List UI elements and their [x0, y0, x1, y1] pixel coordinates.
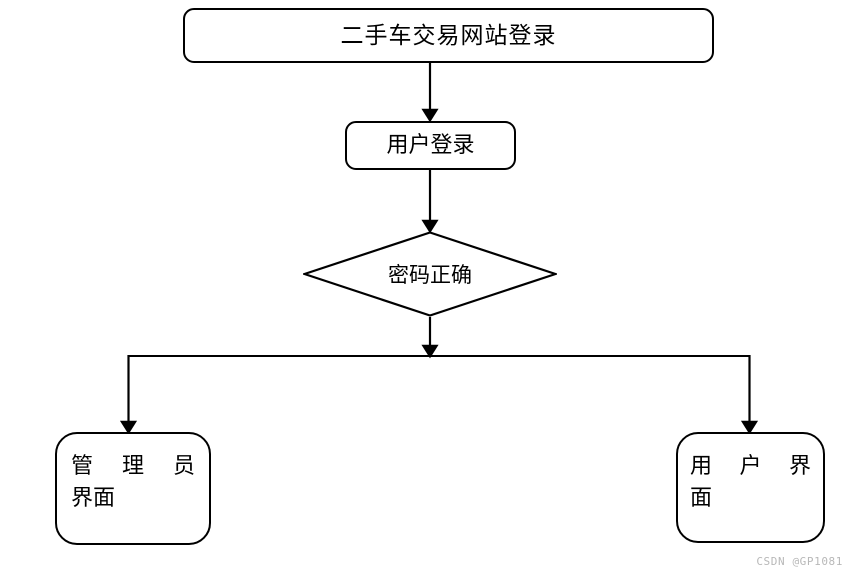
- node-decision-password-correct[interactable]: 密码正确: [303, 231, 557, 317]
- node-user-login-label: 用户登录: [386, 132, 475, 158]
- node-admin-interface[interactable]: 管理员 界面: [55, 432, 211, 545]
- node-user-interface-label-line2: 面: [690, 484, 713, 510]
- diamond-shape-icon: [303, 231, 557, 317]
- csdn-watermark: CSDN @GP1081: [756, 555, 843, 568]
- node-decision-label: 密码正确: [388, 263, 472, 287]
- node-user-interface-label-line1: 用户界: [690, 453, 811, 478]
- node-admin-interface-label: 管理员 界面: [71, 450, 195, 514]
- node-admin-interface-label-line2: 界面: [71, 484, 116, 510]
- node-start-website-login[interactable]: 二手车交易网站登录: [183, 8, 714, 63]
- node-user-interface-label: 用户界 面: [690, 450, 811, 514]
- node-start-label: 二手车交易网站登录: [340, 22, 557, 48]
- node-user-login[interactable]: 用户登录: [345, 121, 516, 170]
- node-user-interface[interactable]: 用户界 面: [676, 432, 825, 543]
- node-admin-interface-label-line1: 管理员: [71, 453, 195, 478]
